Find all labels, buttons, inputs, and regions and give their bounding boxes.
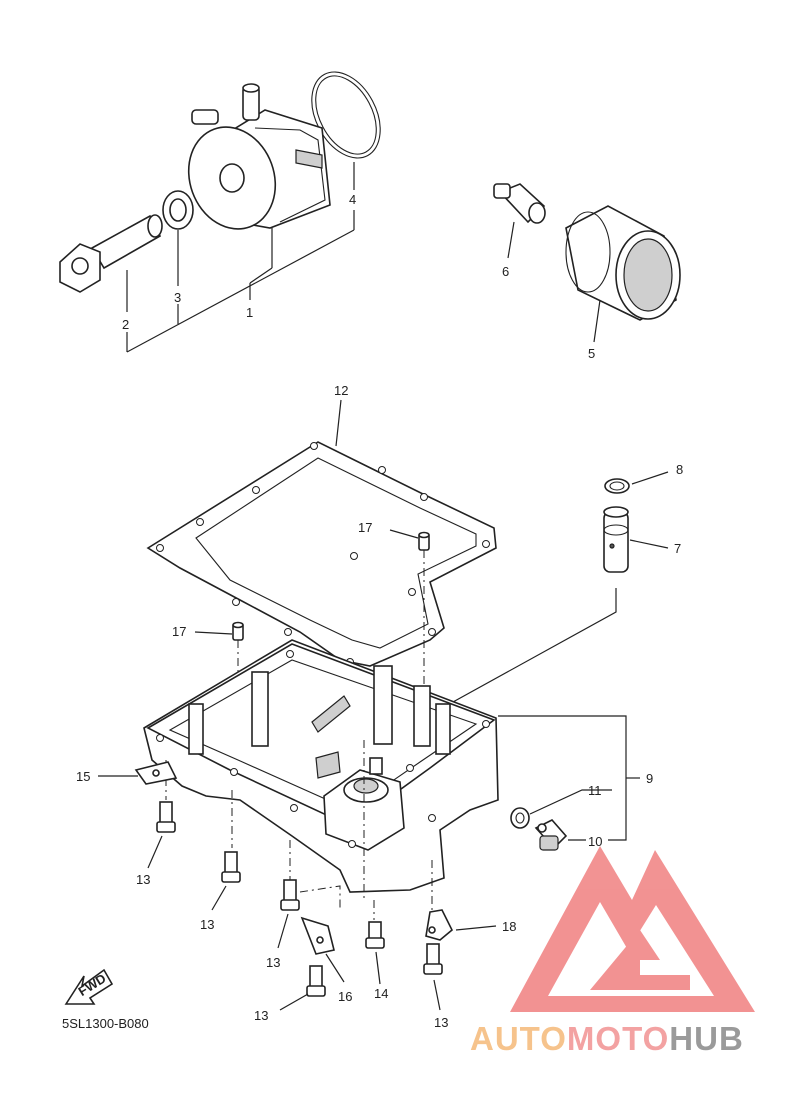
oil-pan-gasket [146,399,497,667]
bolt [147,801,176,869]
clamp [299,885,345,983]
oil-filter-cartridge [565,205,681,343]
callout-13: 13 [254,1008,268,1023]
leaders-oil-pan-group [498,715,640,841]
gasket-washer [510,807,530,829]
dowel-pin [389,529,430,690]
callout-13: 13 [266,955,280,970]
bolt [277,879,300,949]
leaders-top-left [126,162,355,353]
bracket [98,761,178,785]
callout-8: 8 [676,462,683,477]
callout-4: 4 [349,192,356,207]
callout-17: 17 [172,624,186,639]
callout-12: 12 [334,383,348,398]
oil-pan [143,639,499,920]
bolt [279,965,326,1011]
forward-direction-arrow: FWD [64,968,114,1005]
watermark-moto: MOTO [566,1020,670,1057]
callout-18: 18 [502,919,516,934]
callout-7: 7 [674,541,681,556]
callout-14: 14 [374,986,388,1001]
o-ring-small [604,471,669,494]
oil-pipe [423,506,669,719]
callout-13: 13 [200,917,214,932]
callout-10: 10 [588,834,602,849]
oil-cooler-assembly [59,71,381,293]
diagram-code: 5SL1300-B080 [62,1016,149,1031]
callout-13: 13 [434,1015,448,1030]
callout-11: 11 [588,783,602,798]
bolt [423,943,443,1011]
automotohub-logo [510,846,755,1012]
callout-16: 16 [338,989,352,1004]
watermark-brand-text: AUTOMOTOHUB [470,1020,800,1058]
callout-6: 6 [502,264,509,279]
callout-9: 9 [646,771,653,786]
union-bolt [493,183,546,259]
drain-plug [534,819,568,851]
callout-3: 3 [174,290,181,305]
bolt-short [365,921,385,985]
watermark-auto: AUTO [470,1020,567,1057]
callout-2: 2 [122,317,129,332]
callout-1: 1 [246,305,253,320]
bolt [211,851,241,911]
watermark-hub: HUB [669,1020,744,1057]
callout-labels: 1 2 3 4 5 6 7 8 9 10 11 12 13 13 13 13 1… [76,192,683,1030]
callout-15: 15 [76,769,90,784]
callout-17: 17 [358,520,372,535]
callout-13: 13 [136,872,150,887]
clamp [425,909,497,941]
callout-5: 5 [588,346,595,361]
